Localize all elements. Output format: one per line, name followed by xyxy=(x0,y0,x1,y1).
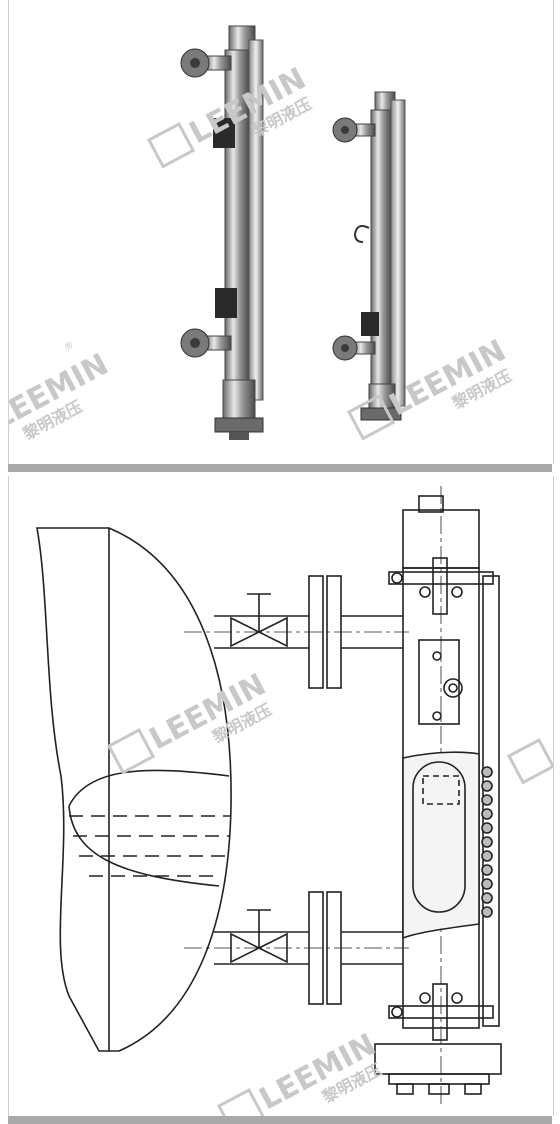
watermark-logo-icon xyxy=(146,122,196,169)
upper-connection xyxy=(184,575,409,689)
lower-connection xyxy=(184,891,409,1005)
watermark-drawing-bottom: LEEMIN 黎明液压 xyxy=(216,1027,385,1116)
product-photo-panel: LEEMIN 黎明液压 LEEMIN 黎明液压 LEEMIN 黎明液压 ® xyxy=(8,0,554,464)
watermark-logo-icon xyxy=(506,738,553,785)
gauge-body xyxy=(374,486,502,1108)
watermark-left: LEEMIN 黎明液压 ® xyxy=(9,340,114,444)
watermark-drawing-right xyxy=(506,738,553,785)
watermark-logo-icon xyxy=(106,728,156,775)
technical-drawing-panel: LEEMIN 黎明液压 LEEMIN 黎明液压 xyxy=(8,476,554,1116)
level-gauge-large xyxy=(180,25,264,440)
level-gauge-small xyxy=(332,91,406,421)
product-photo: LEEMIN 黎明液压 LEEMIN 黎明液压 LEEMIN 黎明液压 ® xyxy=(9,25,515,444)
section-separator xyxy=(8,1116,552,1124)
section-separator xyxy=(8,464,552,472)
tank-vessel xyxy=(36,527,232,1052)
watermark-drawing-center: LEEMIN 黎明液压 xyxy=(106,667,275,775)
watermark-logo-icon xyxy=(216,1088,266,1116)
registered-mark: ® xyxy=(62,340,76,354)
watermark-logo-icon xyxy=(346,394,396,441)
magnetic-flap-indicators xyxy=(481,766,493,918)
technical-drawing: LEEMIN 黎明液压 LEEMIN 黎明液压 xyxy=(36,486,553,1116)
